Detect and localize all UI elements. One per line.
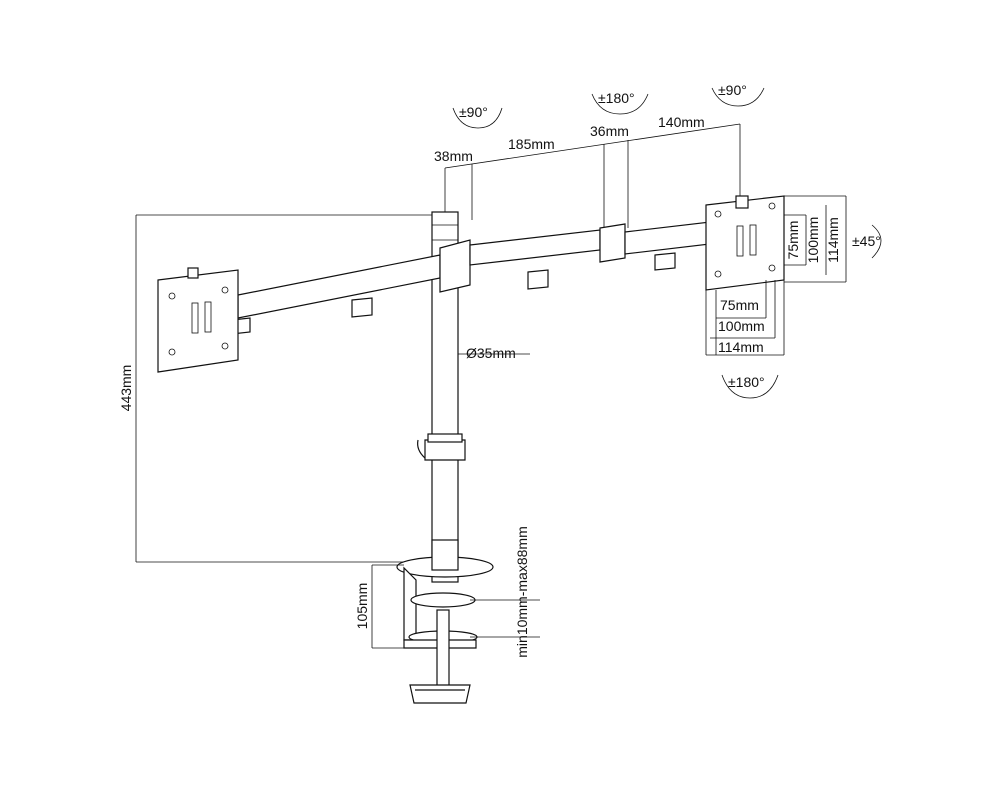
label-38mm: 38mm [434, 148, 473, 164]
top-dimension-chain [444, 123, 741, 230]
rotation-arcs [452, 87, 882, 399]
label-vesa-h-100: 100mm [718, 318, 765, 334]
label-arm-base-rotation: ±90° [459, 104, 488, 120]
rotation-labels: ±90° ±180° ±90° ±45° ±180° [459, 82, 881, 390]
label-105mm: 105mm [354, 583, 370, 630]
right-vesa-plate [705, 195, 847, 356]
mount-arms [231, 221, 711, 335]
label-140mm: 140mm [658, 114, 705, 130]
height-dimension [135, 214, 432, 563]
label-arm-elbow-rotation: ±180° [598, 90, 635, 106]
label-head-swivel-rotation: ±90° [718, 82, 747, 98]
dimension-labels: 38mm 185mm 36mm 140mm Ø35mm 443mm 105mm … [118, 114, 841, 658]
label-443mm: 443mm [118, 365, 134, 412]
label-vesa-h-114: 114mm [718, 339, 764, 355]
label-clamp-range: min10mm-max88mm [514, 526, 530, 657]
desk-clamp [371, 539, 540, 704]
left-vesa-plate [157, 267, 239, 373]
label-vesa-v-75: 75mm [785, 221, 801, 260]
label-vesa-h-75: 75mm [720, 297, 759, 313]
label-pole-diameter: Ø35mm [466, 345, 516, 361]
label-185mm: 185mm [508, 136, 555, 152]
label-vesa-v-114: 114mm [825, 217, 841, 263]
label-36mm: 36mm [590, 123, 629, 139]
label-rotate: ±180° [728, 374, 765, 390]
label-tilt: ±45° [852, 233, 881, 249]
label-vesa-v-100: 100mm [805, 217, 821, 264]
